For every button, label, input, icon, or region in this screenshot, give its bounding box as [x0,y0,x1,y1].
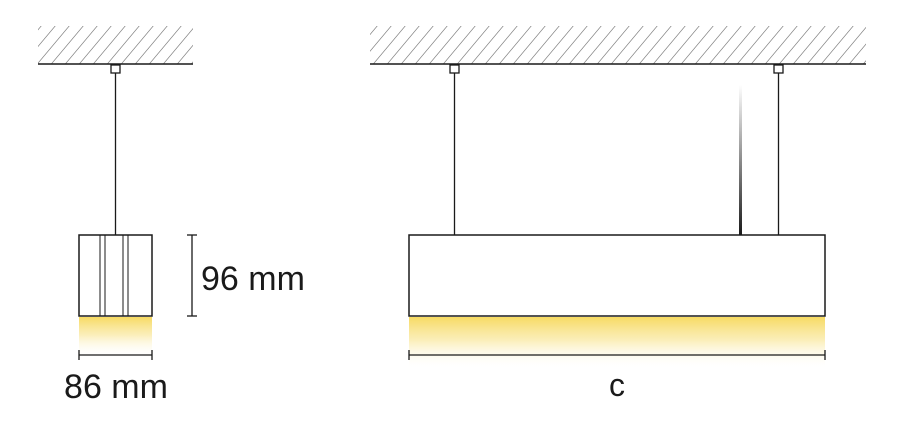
height-label: 96 mm [201,260,305,298]
suspension-left [110,64,121,235]
suspension-right-2 [773,64,784,235]
length-label: c [609,367,625,403]
light-glow-right [409,317,825,369]
height-dimension [187,234,197,317]
light-glow-left [79,317,152,357]
ceiling-right [370,26,866,65]
length-dimension [408,350,826,360]
power-cable [739,85,742,235]
ceiling-left [38,26,193,65]
width-label: 86 mm [64,368,168,406]
luminaire-end-view [78,234,153,317]
width-dimension [78,350,153,360]
luminaire-side-view [408,234,826,317]
suspension-right-1 [449,64,460,235]
